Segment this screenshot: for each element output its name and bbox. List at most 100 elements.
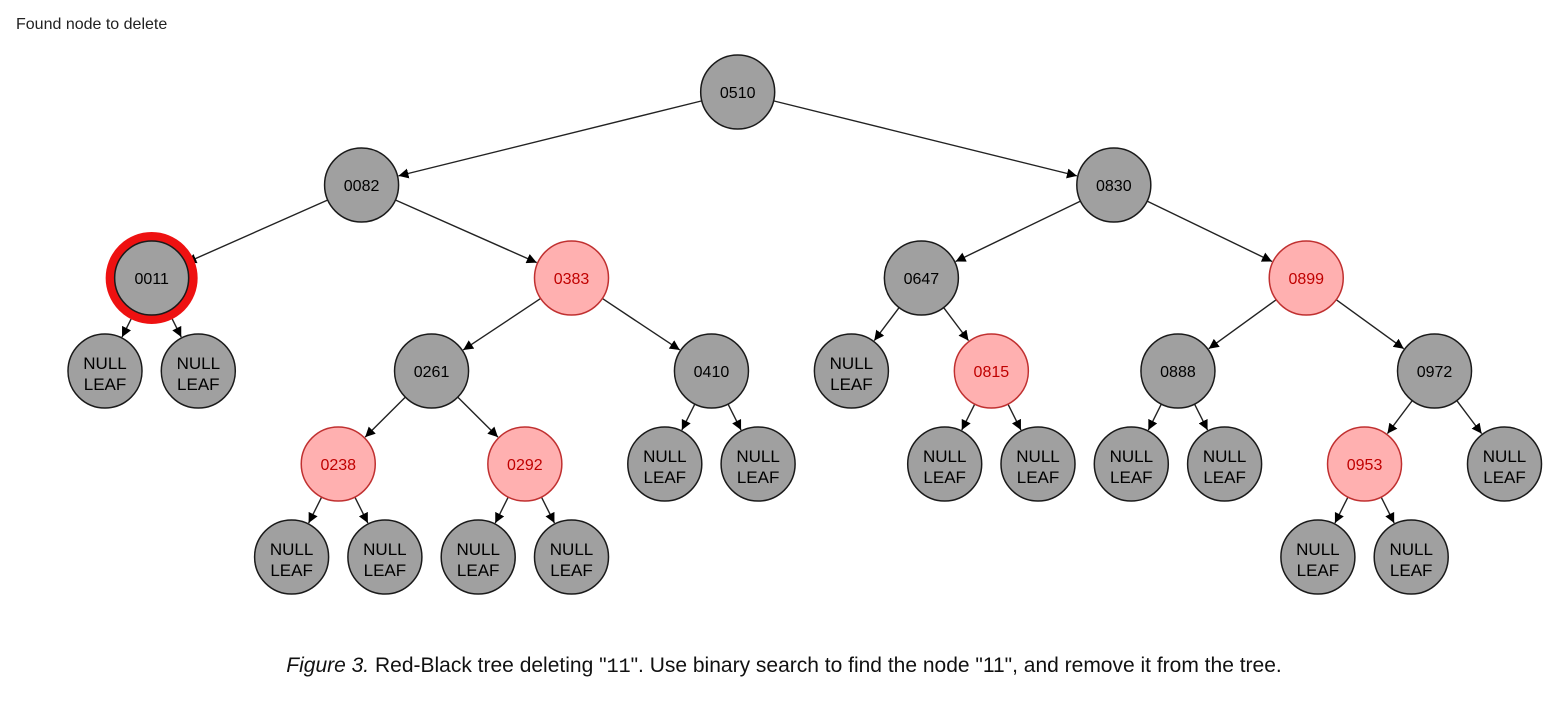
null-leaf-label: LEAF: [1297, 561, 1340, 580]
node-label: 0410: [694, 364, 730, 381]
null-leaf-label: LEAF: [457, 561, 500, 580]
node-label: 0888: [1160, 364, 1196, 381]
null-leaf-node: NULL LEAF: [813, 333, 890, 409]
node-label: 0261: [414, 364, 450, 381]
null-leaf-label: LEAF: [1110, 468, 1153, 487]
edge-0261-right: [457, 396, 499, 438]
null-leaf-label: LEAF: [177, 375, 220, 394]
tree-node-0261: 0261: [393, 333, 470, 409]
node-label: 0815: [974, 364, 1010, 381]
null-leaf-node: NULL LEAF: [1280, 519, 1356, 595]
edge-0899-right: [1335, 299, 1405, 350]
tree-node-0410: 0410: [673, 333, 750, 409]
tree-edges: [121, 100, 1483, 524]
tree-node-0383: 0383: [533, 240, 610, 316]
edge-0830-right: [1146, 200, 1273, 263]
null-leaf-label: LEAF: [550, 561, 593, 580]
null-leaf-label: LEAF: [84, 375, 127, 394]
null-leaf-label: LEAF: [1390, 561, 1433, 580]
tree-node-0830: 0830: [1076, 147, 1152, 223]
node-label: 0899: [1288, 271, 1324, 288]
figure-caption: Figure 3. Red-Black tree deleting "11". …: [0, 654, 1568, 679]
edge-0815-right: [1007, 403, 1022, 431]
null-leaf-label: LEAF: [1017, 468, 1060, 487]
node-label: 0972: [1417, 364, 1453, 381]
null-leaf-node: NULL LEAF: [906, 426, 983, 502]
edge-0082-right: [395, 199, 538, 264]
null-leaf-label: LEAF: [270, 561, 313, 580]
node-label: 0082: [344, 178, 380, 195]
tree-node-0647: 0647: [883, 240, 960, 316]
null-leaf-label: NULL: [1389, 540, 1432, 559]
null-leaf-label: NULL: [736, 447, 779, 466]
null-leaf-node: NULL LEAF: [1373, 519, 1449, 595]
null-leaf-node: NULL LEAF: [1466, 426, 1543, 502]
null-leaf-label: NULL: [1203, 447, 1246, 466]
tree-node-0082: 0082: [323, 147, 400, 223]
edge-0815-left: [961, 403, 976, 431]
edge-0953-right: [1380, 496, 1395, 524]
edge-0510-right: [773, 100, 1078, 179]
null-leaf-node: NULL LEAF: [440, 519, 516, 595]
caption-label: Figure 3.: [286, 654, 370, 677]
null-leaf-label: LEAF: [830, 375, 873, 394]
edge-0953-left: [1334, 496, 1349, 524]
edge-0261-left: [364, 396, 406, 438]
null-leaf-label: NULL: [643, 447, 686, 466]
tree-node-0815: 0815: [953, 333, 1030, 409]
tree-node-0953: 0953: [1326, 426, 1403, 502]
null-leaf-label: NULL: [1296, 540, 1339, 559]
caption-code: 11: [606, 656, 631, 679]
null-leaf-label: LEAF: [364, 561, 407, 580]
tree-node-0238: 0238: [300, 426, 376, 502]
null-leaf-label: LEAF: [644, 468, 687, 487]
tree-node-0292: 0292: [487, 426, 563, 502]
null-leaf-label: NULL: [923, 447, 966, 466]
null-leaf-node: NULL LEAF: [1093, 426, 1170, 502]
edge-0888-right: [1193, 403, 1209, 431]
edge-0410-right: [727, 403, 742, 431]
node-label: 0953: [1347, 457, 1383, 474]
null-leaf-label: NULL: [1483, 447, 1526, 466]
null-leaf-label: LEAF: [923, 468, 966, 487]
node-label: 0510: [720, 85, 756, 102]
tree-node-0899: 0899: [1268, 240, 1344, 316]
null-leaf-label: NULL: [83, 354, 126, 373]
null-leaf-label: LEAF: [1203, 468, 1246, 487]
caption-text-2: ". Use binary search to find the node "1…: [630, 654, 1282, 677]
edge-0082-left: [186, 199, 329, 264]
edge-0292-right: [540, 496, 556, 524]
edge-0410-left: [681, 403, 696, 431]
node-label: 0830: [1096, 178, 1132, 195]
edge-0292-left: [494, 496, 509, 524]
null-leaf-label: NULL: [363, 540, 406, 559]
null-leaf-label: NULL: [177, 354, 220, 373]
null-leaf-node: NULL LEAF: [347, 519, 423, 595]
edge-0888-left: [1147, 403, 1162, 431]
null-leaf-label: NULL: [270, 540, 313, 559]
edge-0899-left: [1208, 299, 1277, 350]
null-leaf-label: NULL: [550, 540, 593, 559]
null-leaf-label: NULL: [830, 354, 873, 373]
tree-node-0972: 0972: [1396, 333, 1473, 409]
highlight-ring: [105, 232, 198, 324]
null-leaf-node: NULL LEAF: [720, 426, 796, 502]
node-label: 0238: [320, 457, 356, 474]
null-leaf-label: NULL: [456, 540, 499, 559]
node-label: 0011: [134, 271, 169, 288]
tree-node-0888: 0888: [1140, 333, 1216, 409]
edge-0383-left: [462, 297, 542, 351]
null-leaf-label: LEAF: [737, 468, 780, 487]
null-leaf-label: LEAF: [1483, 468, 1526, 487]
node-label: 0292: [507, 457, 543, 474]
null-leaf-label: NULL: [1110, 447, 1153, 466]
edge-0510-left: [398, 100, 702, 179]
null-leaf-node: NULL LEAF: [627, 426, 703, 502]
caption-text-1: Red-Black tree deleting ": [369, 654, 607, 677]
null-leaf-node: NULL LEAF: [253, 519, 330, 595]
null-leaf-node: NULL LEAF: [67, 333, 143, 409]
edge-0647-right: [943, 307, 970, 342]
